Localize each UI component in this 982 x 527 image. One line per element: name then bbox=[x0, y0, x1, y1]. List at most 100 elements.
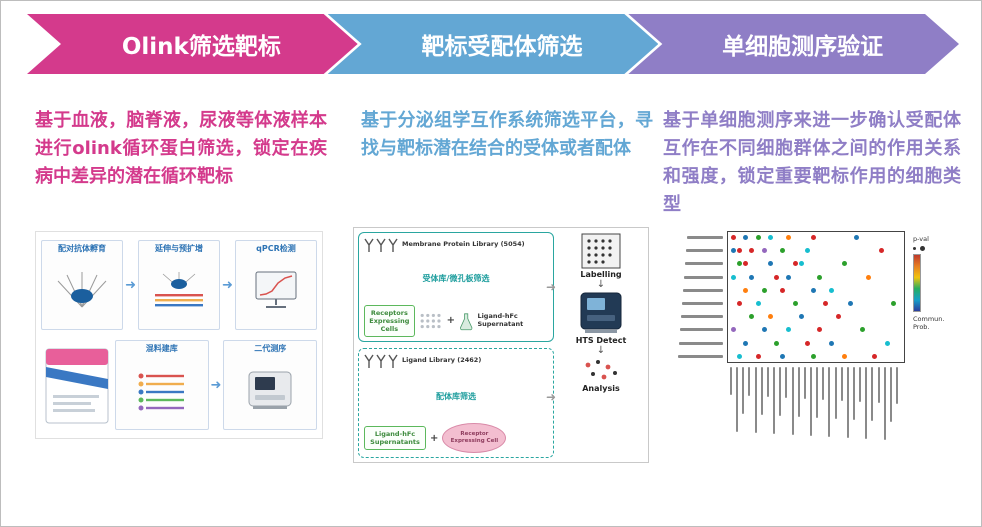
dotplot-dot bbox=[774, 274, 780, 280]
dashed-arrow-icon: ➜ bbox=[546, 390, 557, 404]
receptor-expressing-cell-ellipse: Receptor Expressing Cell bbox=[442, 423, 507, 453]
dotplot-dot bbox=[731, 274, 736, 280]
dna-strands-icon bbox=[140, 254, 218, 327]
dotplot-dot bbox=[835, 314, 841, 320]
labelling-label: Labelling bbox=[580, 270, 622, 279]
screening-left-column: Membrane Protein Library (5054) 受体库/微孔板筛… bbox=[358, 232, 554, 458]
ligand-mix-row: Ligand-hFc Supernatants + Receptor Expre… bbox=[364, 423, 548, 453]
hts-machine-icon bbox=[580, 292, 622, 333]
dotplot-dot bbox=[854, 235, 859, 240]
dotplot-col-label bbox=[846, 367, 849, 438]
qpcr-monitor-icon bbox=[237, 254, 315, 327]
step3-title: 单细胞测序验证 bbox=[722, 34, 884, 60]
dotplot-col-label bbox=[754, 367, 757, 433]
dotplot-col-label bbox=[865, 367, 868, 439]
dotplot-dot bbox=[817, 274, 823, 280]
labelling-grid-icon bbox=[581, 233, 621, 269]
dotplot-dot bbox=[780, 287, 786, 293]
dotplot-dot bbox=[767, 261, 773, 267]
olink-step-antibody-incubation: 配对抗体孵育 bbox=[41, 239, 124, 331]
membrane-library-row: Membrane Protein Library (5054) bbox=[364, 237, 548, 253]
dotplot-dot bbox=[743, 340, 749, 346]
olink-step1-label: 配对抗体孵育 bbox=[58, 243, 107, 253]
dotplot-col-label bbox=[883, 367, 886, 440]
dotplot-dot bbox=[878, 248, 884, 254]
arrow-right-icon: ➜ bbox=[210, 377, 222, 393]
dotplot-row-label bbox=[661, 284, 723, 297]
dotplot-dot bbox=[731, 248, 736, 254]
dotplot-dot bbox=[847, 301, 853, 306]
dotplot-dot bbox=[749, 314, 755, 320]
dotplot-dot bbox=[890, 301, 896, 306]
olink-step2-label: 延伸与预扩增 bbox=[155, 243, 203, 253]
dotplot-row-labels bbox=[661, 231, 723, 363]
screening-platform-figure: Membrane Protein Library (5054) 受体库/微孔板筛… bbox=[353, 227, 649, 463]
olink-kit-icon bbox=[41, 343, 113, 427]
dotplot-dot bbox=[737, 301, 743, 306]
dotplot-dot bbox=[786, 235, 792, 240]
dotplot-dot bbox=[731, 327, 736, 333]
dotplot-col-label bbox=[760, 367, 763, 415]
dotplot-dot bbox=[792, 301, 798, 306]
receptor-mix-row: Receptors Expressing Cells + bbox=[364, 304, 548, 337]
dotplot-row-label bbox=[661, 271, 723, 284]
dotplot-dot bbox=[798, 261, 804, 267]
dotplot-dot bbox=[767, 235, 773, 240]
antibody-icons bbox=[364, 354, 398, 368]
dotplot-dot bbox=[810, 353, 816, 359]
ligand-library-row: Ligand Library (2462) bbox=[364, 353, 548, 369]
dotplot-dot bbox=[786, 327, 792, 333]
dotplot-dot bbox=[829, 287, 835, 293]
step2-title: 靶标受配体筛选 bbox=[421, 34, 583, 60]
olink-workflow-top-row: 配对抗体孵育 ➜ 延伸与预扩增 bbox=[39, 235, 319, 335]
colorbar bbox=[913, 254, 921, 312]
dotplot-dot bbox=[737, 261, 743, 267]
dotplot-legend: p-val Commun. Prob. bbox=[913, 235, 961, 331]
arrow-right-icon: ➜ bbox=[125, 277, 136, 293]
olink-step3-label: qPCR检测 bbox=[256, 243, 296, 253]
dotplot-dot bbox=[749, 248, 755, 254]
dotplot-legend-pval-title: p-val bbox=[913, 235, 929, 243]
receptor-screen-label: 受体库/微孔板筛选 bbox=[422, 274, 490, 284]
analysis-scatter-icon bbox=[585, 360, 617, 380]
plus-icon: + bbox=[430, 432, 439, 444]
dotplot-dot bbox=[872, 353, 878, 359]
dotplot-dot bbox=[841, 353, 847, 359]
sequencer-machine-icon bbox=[225, 354, 315, 427]
dotplot-dot bbox=[749, 274, 755, 280]
dotplot-col-label bbox=[779, 367, 782, 416]
dotplot-col-labels bbox=[727, 367, 905, 467]
olink-step4-label: 混料建库 bbox=[145, 343, 178, 353]
olink-workflow-bottom-row: 混料建库 ➜ 二代测序 bbox=[39, 335, 319, 435]
dotplot-row-label bbox=[661, 244, 723, 257]
hts-detect-label: HTS Detect bbox=[575, 336, 627, 345]
dotplot-grid bbox=[727, 231, 905, 363]
dotplot-dot bbox=[786, 274, 792, 280]
dotplot-dot bbox=[774, 340, 780, 346]
dashed-arrow-icon: ➜ bbox=[546, 280, 557, 294]
dotplot-col-label bbox=[853, 367, 855, 420]
dotplot-colorbar-label: Commun. Prob. bbox=[913, 315, 945, 331]
dotplot-row-label bbox=[661, 337, 723, 350]
dotplot-row-label bbox=[661, 323, 723, 336]
dotplot-dot bbox=[841, 261, 847, 267]
dotplot-dot bbox=[755, 301, 761, 306]
flask-icon bbox=[460, 313, 473, 330]
ligand-library-label: Ligand Library (2462) bbox=[402, 356, 482, 365]
receptor-library-box: Membrane Protein Library (5054) 受体库/微孔板筛… bbox=[358, 232, 554, 342]
dotplot-dot bbox=[743, 287, 749, 293]
dotplot-col-label bbox=[742, 367, 745, 414]
dotplot-col-label bbox=[797, 367, 800, 417]
dotplot-dot bbox=[755, 353, 761, 359]
dotplot-col-label bbox=[889, 367, 892, 422]
olink-workflow-figure: 配对抗体孵育 ➜ 延伸与预扩增 bbox=[35, 231, 323, 439]
arrow-right-icon: ➜ bbox=[222, 277, 233, 293]
arrow-down-icon: ↓ bbox=[596, 345, 606, 356]
ligand-screen-label: 配体库筛选 bbox=[436, 391, 476, 401]
dotplot-dot bbox=[780, 248, 786, 254]
step3-description: 基于单细胞测序来进一步确认受配体互作在不同细胞群体之间的作用关系和强度，锁定重要… bbox=[663, 110, 961, 215]
dotplot-row-label bbox=[661, 231, 723, 244]
olink-step-extension: 延伸与预扩增 bbox=[137, 239, 221, 331]
ligand-supernatant-label: Ligand-hFc Supernatant bbox=[477, 312, 524, 328]
step1-description: 基于血液，脑脊液，尿液等体液样本进行olink循环蛋白筛选，锁定在疾病中差异的潜… bbox=[35, 110, 327, 187]
